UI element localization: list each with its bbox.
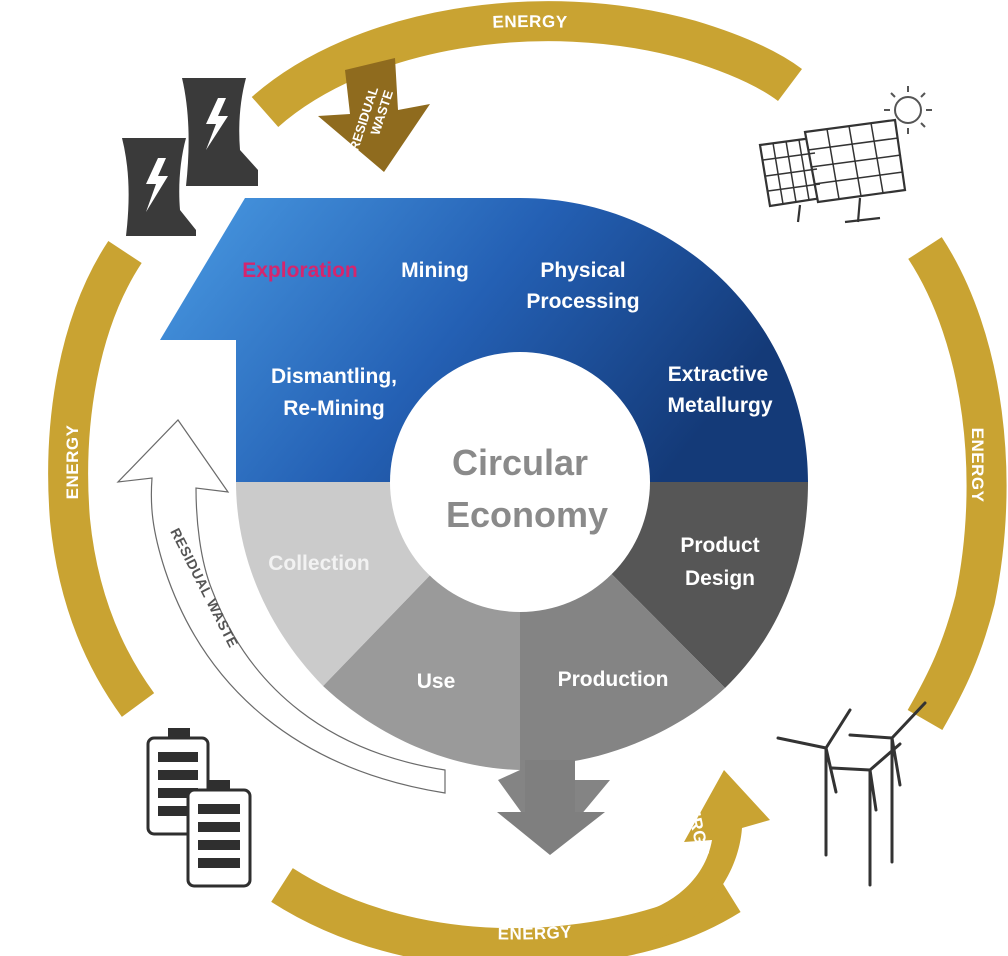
stage-product-design-line1: Product bbox=[680, 534, 759, 557]
energy-ring bbox=[48, 1, 1007, 956]
production-output-arrow bbox=[497, 760, 605, 855]
energy-label-bottom: ENERGY bbox=[498, 922, 573, 943]
center-circle bbox=[390, 352, 650, 612]
energy-label-right: ENERGY bbox=[968, 428, 987, 503]
energy-label-top: ENERGY bbox=[492, 12, 568, 32]
segment-extraction-stages bbox=[160, 198, 808, 482]
solar-panel-icon bbox=[758, 118, 907, 224]
stage-use: Use bbox=[417, 670, 456, 693]
residual-waste-arrow-top: RESIDUAL WASTE bbox=[318, 58, 430, 172]
stage-physical-processing-line2: Processing bbox=[526, 290, 639, 313]
stage-extractive-metallurgy-line1: Extractive bbox=[668, 363, 768, 386]
energy-arc-left bbox=[48, 240, 155, 717]
power-plant-icon bbox=[122, 78, 258, 236]
wind-turbine-icon bbox=[776, 701, 927, 887]
energy-arc-right bbox=[907, 237, 1007, 730]
stage-production: Production bbox=[558, 668, 669, 691]
stage-extractive-metallurgy-line2: Metallurgy bbox=[667, 394, 772, 417]
center-title-line1: Circular bbox=[452, 442, 588, 483]
stage-dismantling-line1: Dismantling, bbox=[271, 365, 397, 388]
center-title-line2: Economy bbox=[446, 494, 608, 535]
stage-dismantling-line2: Re-Mining bbox=[283, 397, 384, 420]
energy-arc-top bbox=[251, 1, 802, 128]
stage-physical-processing-line1: Physical bbox=[540, 259, 625, 282]
stage-mining: Mining bbox=[401, 259, 469, 282]
stage-exploration: Exploration bbox=[242, 259, 358, 282]
stage-collection: Collection bbox=[268, 552, 370, 575]
stage-product-design-line2: Design bbox=[685, 567, 755, 590]
circular-economy-wheel bbox=[160, 198, 808, 855]
energy-label-left: ENERGY bbox=[63, 424, 82, 499]
battery-icon bbox=[146, 728, 252, 888]
energy-arrow-bottom-right bbox=[635, 770, 770, 945]
